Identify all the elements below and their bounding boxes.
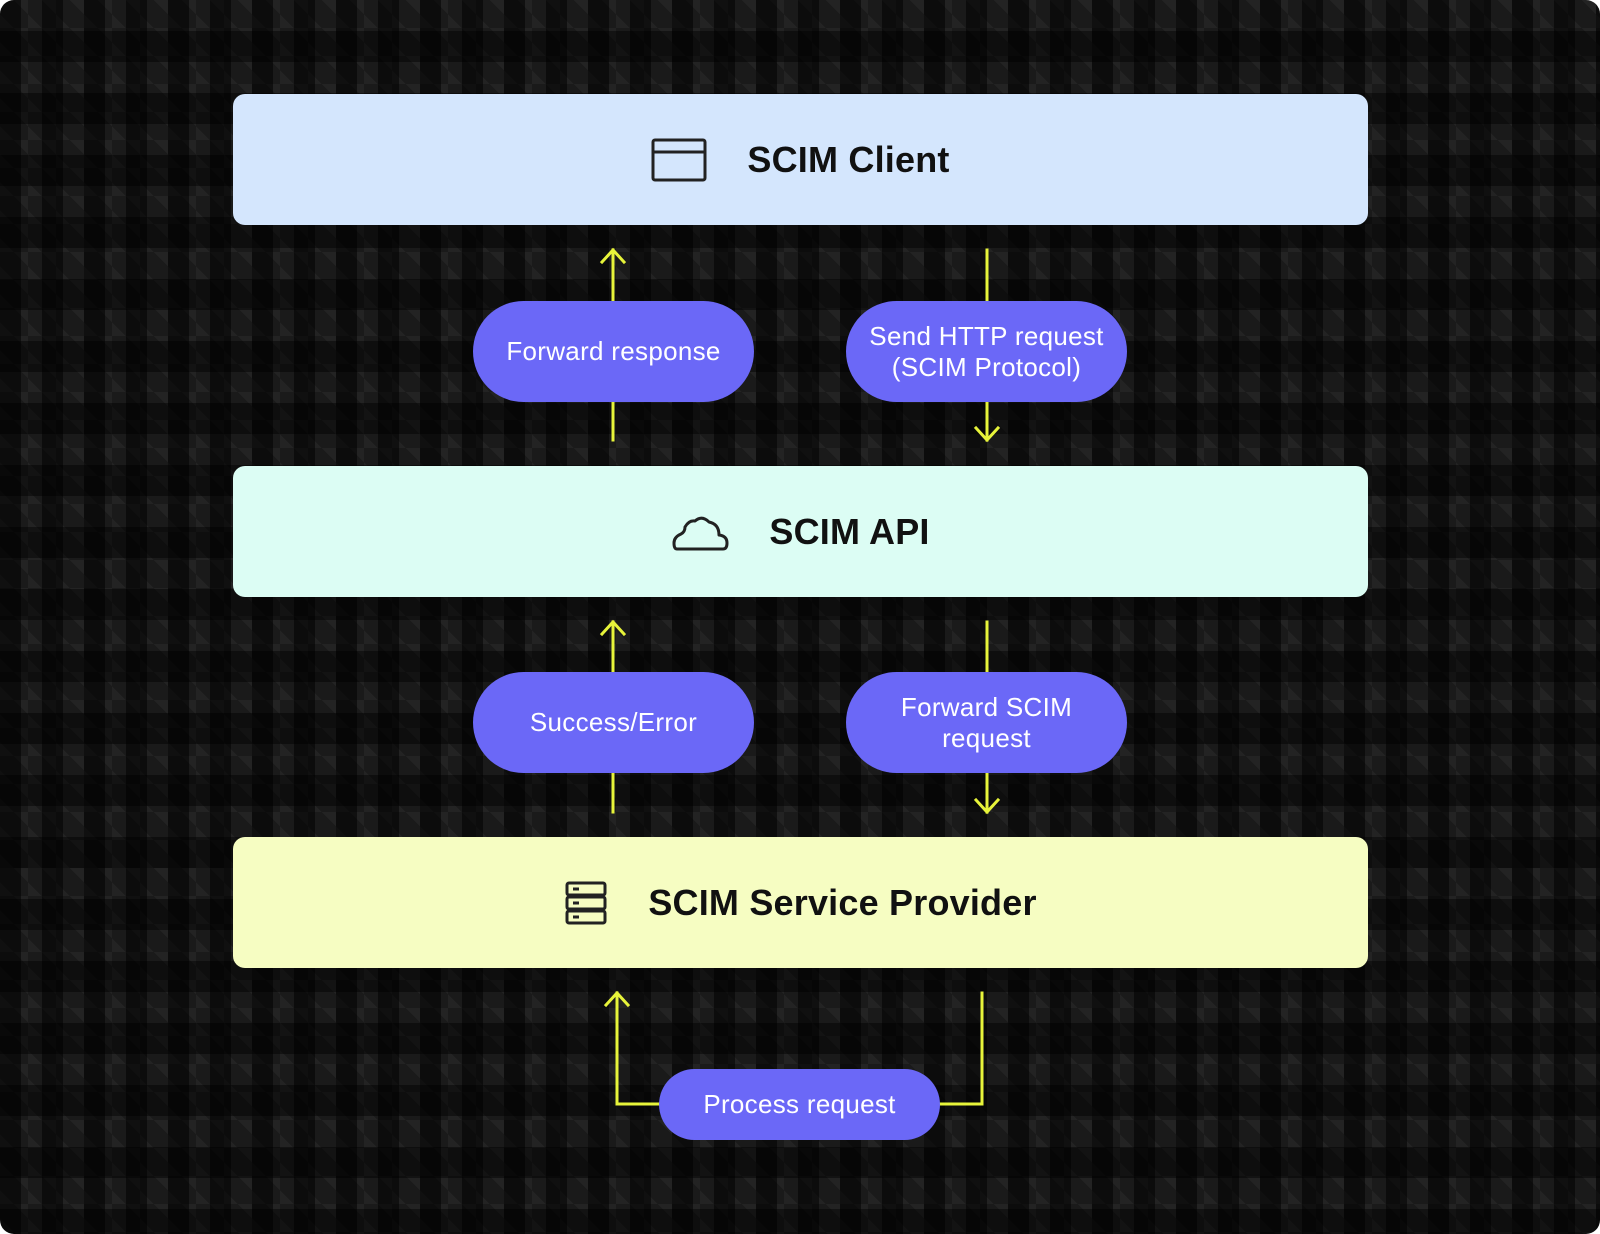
forward-response-text: Forward response [506,336,721,366]
send-http-request-text: Send HTTP request (SCIM Protocol) [869,320,1104,382]
send-http-request-label: Send HTTP request (SCIM Protocol) [846,301,1127,402]
scim-service-provider-node: SCIM Service Provider [233,837,1368,968]
scim-client-node: SCIM Client [233,94,1368,225]
browser-window-icon [651,138,707,181]
cloud-icon [672,516,729,550]
forward-scim-request-text: Forward SCIM request [900,691,1073,753]
forward-response-label: Forward response [473,301,754,402]
success-error-label: Success/Error [473,672,754,773]
scim-service-provider-title: SCIM Service Provider [648,881,1037,923]
forward-scim-request-label: Forward SCIM request [846,672,1127,773]
scim-api-title: SCIM API [769,510,930,552]
process-request-label: Process request [659,1069,940,1140]
server-icon [565,881,607,924]
process-request-text: Process request [703,1089,896,1119]
scim-client-title: SCIM Client [747,138,950,180]
success-error-text: Success/Error [529,707,698,737]
scim-api-node: SCIM API [233,466,1368,597]
